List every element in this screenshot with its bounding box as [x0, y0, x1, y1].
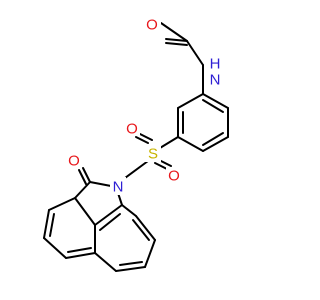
oxygen-sulfonyl-bottom-label: O: [168, 168, 180, 185]
bond: [202, 136, 229, 152]
nitrogen-ring-label: N: [113, 179, 124, 196]
bond: [160, 22, 188, 42]
bond-lines: [43, 22, 229, 272]
atom-labels: O N H S O O N O: [66, 16, 225, 196]
bond: [132, 219, 150, 241]
sulfur-label: S: [148, 146, 158, 163]
bond: [139, 133, 153, 141]
bond: [115, 266, 146, 272]
bond: [78, 169, 87, 185]
oxygen-amide-label: O: [146, 17, 158, 34]
bond: [177, 136, 204, 152]
bond: [121, 204, 137, 217]
bond: [65, 252, 96, 259]
bond: [48, 197, 76, 211]
bond: [94, 204, 123, 226]
molecule-structure: O N H S O O N O: [43, 16, 229, 272]
bond: [135, 136, 149, 144]
bond: [82, 167, 91, 183]
bond: [99, 213, 121, 231]
bond: [74, 181, 91, 199]
bond: [124, 160, 149, 179]
bond: [165, 38, 188, 42]
bond: [89, 181, 112, 187]
bond: [43, 237, 67, 259]
bond: [74, 197, 96, 226]
bond: [165, 42, 188, 46]
hydrogen-amide-label: H: [210, 56, 221, 73]
oxygen-sulfonyl-top-label: O: [126, 121, 138, 138]
nitrogen-amide-label: N: [210, 72, 221, 89]
oxygen-lactam-label: O: [68, 153, 80, 170]
bond: [202, 132, 224, 146]
bond: [177, 93, 204, 109]
bond: [49, 213, 55, 237]
bond: [202, 93, 229, 109]
bond: [135, 215, 156, 241]
bond: [144, 239, 156, 268]
bond: [119, 261, 143, 266]
bond: [94, 252, 117, 272]
bond: [186, 40, 204, 66]
bond: [154, 162, 168, 170]
bond: [67, 247, 92, 253]
bond: [202, 99, 224, 113]
bond: [43, 209, 50, 239]
